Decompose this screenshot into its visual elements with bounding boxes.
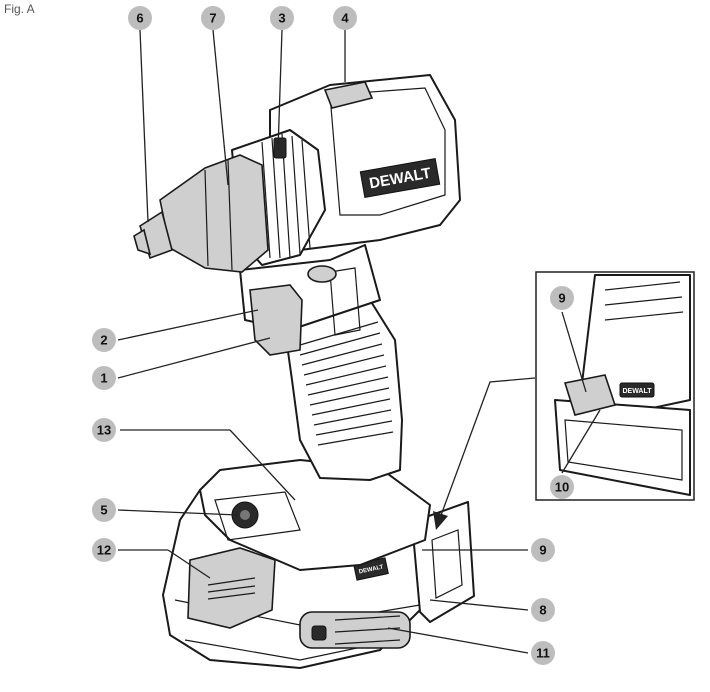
svg-text:7: 7 bbox=[209, 11, 216, 26]
fuel-gauge bbox=[299, 611, 411, 649]
callout-10: 10 bbox=[550, 475, 574, 499]
callout-4: 4 bbox=[333, 6, 357, 30]
inset-logo: DEWALT bbox=[622, 388, 652, 395]
svg-text:8: 8 bbox=[539, 603, 546, 618]
callout-7: 7 bbox=[201, 6, 225, 30]
callout-13: 13 bbox=[92, 418, 116, 442]
callout-1: 1 bbox=[92, 366, 116, 390]
trigger-switch bbox=[249, 284, 303, 356]
callout-8: 8 bbox=[531, 598, 555, 622]
svg-text:5: 5 bbox=[100, 503, 107, 518]
detail-inset: DEWALT bbox=[535, 271, 695, 501]
callout-12: 12 bbox=[92, 538, 116, 562]
callout-6: 6 bbox=[128, 6, 152, 30]
callout-9: 9 bbox=[531, 538, 555, 562]
gear-selector bbox=[323, 81, 374, 109]
svg-text:6: 6 bbox=[136, 11, 143, 26]
callout-11: 11 bbox=[531, 641, 555, 665]
callout-2: 2 bbox=[92, 328, 116, 352]
forward-reverse-button bbox=[307, 265, 337, 283]
callout-3: 3 bbox=[270, 6, 294, 30]
battery-release-button bbox=[187, 547, 276, 629]
chuck bbox=[133, 154, 269, 273]
leader-lines bbox=[117, 29, 601, 654]
svg-text:11: 11 bbox=[536, 646, 550, 661]
svg-text:12: 12 bbox=[97, 543, 111, 558]
svg-text:4: 4 bbox=[341, 11, 349, 26]
figure-label: Fig. A bbox=[4, 2, 35, 16]
svg-text:1: 1 bbox=[100, 371, 107, 386]
svg-text:9: 9 bbox=[558, 291, 565, 306]
callout-5: 5 bbox=[92, 498, 116, 522]
battery-logo: DEWALT bbox=[358, 564, 384, 575]
svg-text:13: 13 bbox=[97, 423, 111, 438]
tool-body bbox=[199, 244, 431, 571]
svg-text:9: 9 bbox=[539, 543, 546, 558]
svg-text:3: 3 bbox=[278, 11, 285, 26]
svg-text:2: 2 bbox=[100, 333, 107, 348]
callout-9-inset: 9 bbox=[550, 286, 574, 310]
svg-text:10: 10 bbox=[555, 480, 569, 495]
